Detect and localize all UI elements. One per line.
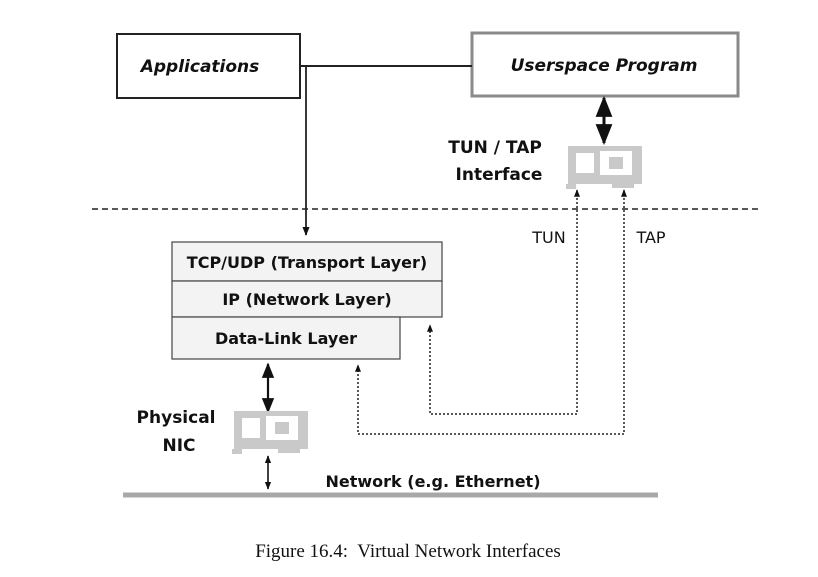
transport-layer-label: TCP/UDP (Transport Layer): [187, 253, 427, 272]
tuntap-label-line1: TUN / TAP: [448, 138, 542, 158]
tap-dotted-path: [355, 189, 627, 435]
physical-nic-label: Physical NIC: [137, 408, 222, 456]
applications-box: [116, 33, 301, 99]
userspace-program-label: Userspace Program: [511, 56, 698, 76]
physical-nic-line1: Physical: [137, 408, 216, 428]
tap-label: TAP: [635, 228, 665, 247]
datalink-layer-label: Data-Link Layer: [215, 329, 357, 348]
tuntap-nic-icon: [566, 146, 642, 189]
tun-label: TUN: [531, 228, 565, 247]
figure-caption: Figure 16.4: Virtual Network Interfaces: [255, 541, 561, 562]
tuntap-interface-label: TUN / TAP Interface: [448, 138, 548, 185]
network-layer-label: IP (Network Layer): [222, 290, 391, 309]
physical-nic-line2: NIC: [162, 436, 195, 456]
tun-dotted-path: [427, 189, 580, 415]
tuntap-label-line2: Interface: [456, 165, 543, 185]
applications-label: Applications: [139, 57, 260, 77]
userspace-program-box: [470, 31, 740, 98]
physical-nic-icon: [232, 411, 308, 454]
network-label: Network (e.g. Ethernet): [325, 472, 540, 491]
